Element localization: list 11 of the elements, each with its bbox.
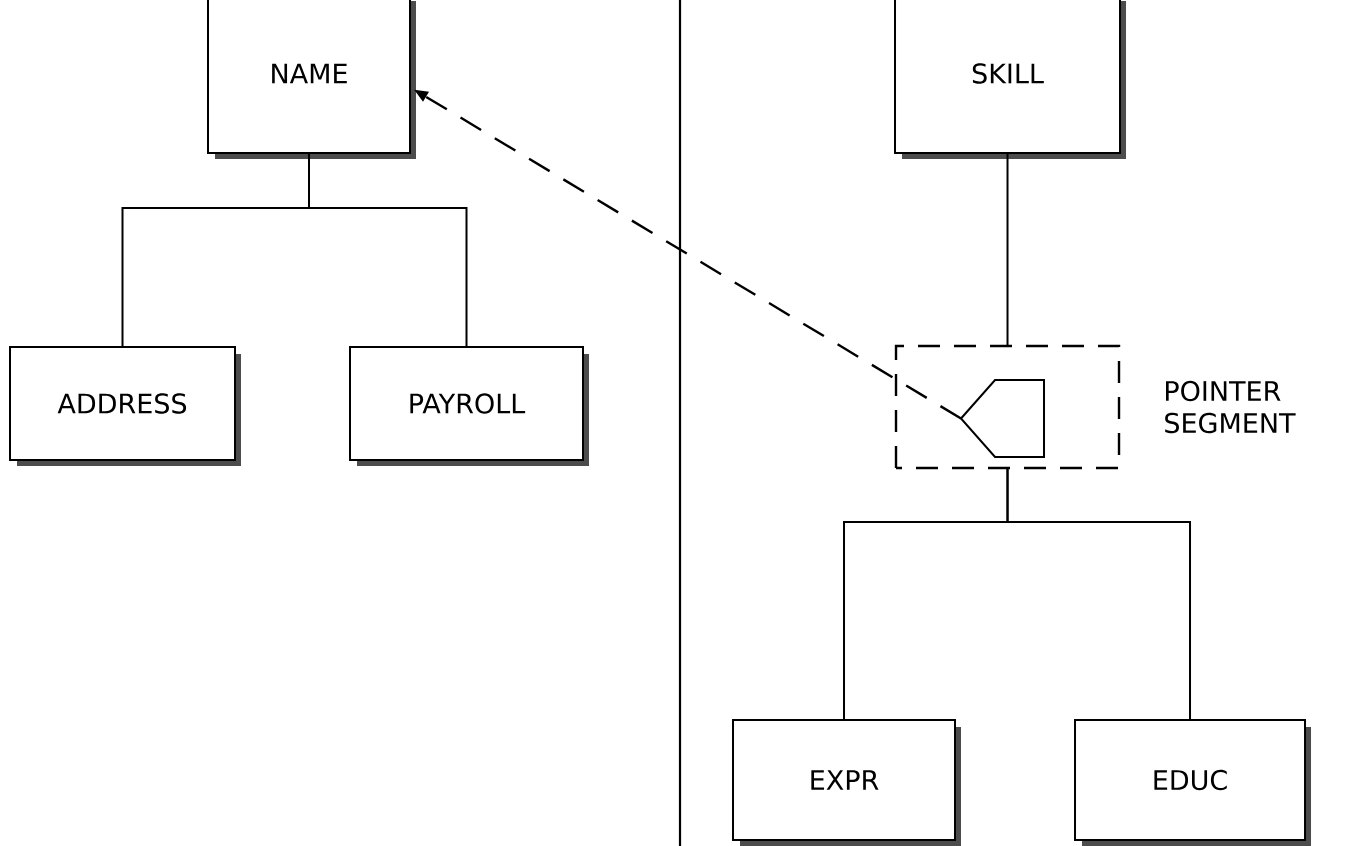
segment-box: NAME [207,0,416,159]
segment-box: ADDRESS [9,346,241,466]
segment-box: SKILL [894,0,1126,159]
connector [1006,467,1191,720]
side-label: POINTER SEGMENT [1165,380,1296,434]
segment-box: EXPR [732,719,961,846]
connector [308,153,468,347]
dashed-box [894,344,1121,470]
connector [1006,153,1009,347]
segment-box: PAYROLL [349,346,589,466]
segment-box: EDUC [1074,719,1311,846]
